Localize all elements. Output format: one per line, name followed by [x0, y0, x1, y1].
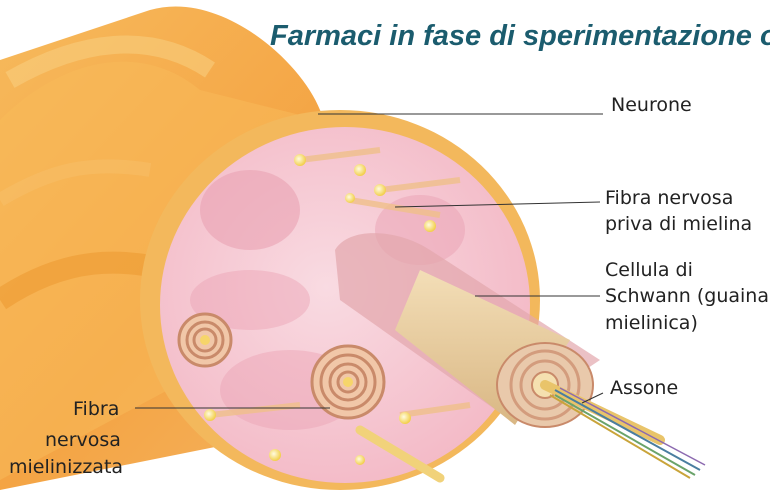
myelinated-fibre-center	[312, 346, 384, 418]
label-schwann-1: Cellula di	[605, 258, 693, 282]
label-neurone: Neurone	[611, 93, 692, 117]
myelinated-fibre-left	[179, 314, 231, 366]
label-schwann-2: Schwann (guaina	[605, 284, 769, 308]
label-schwann-3: mielinica)	[605, 311, 698, 335]
label-fibra-priva-2: priva di mielina	[605, 212, 752, 236]
label-assone: Assone	[610, 376, 678, 400]
label-fibra-mielin-1: Fibra	[73, 397, 119, 421]
label-fibra-priva-1: Fibra nervosa	[605, 186, 733, 210]
page-title: Farmaci in fase di sperimentazione o	[270, 20, 770, 53]
label-fibra-mielin-2: nervosa	[45, 428, 121, 452]
label-fibra-mielin-3: mielinizzata	[9, 455, 123, 479]
